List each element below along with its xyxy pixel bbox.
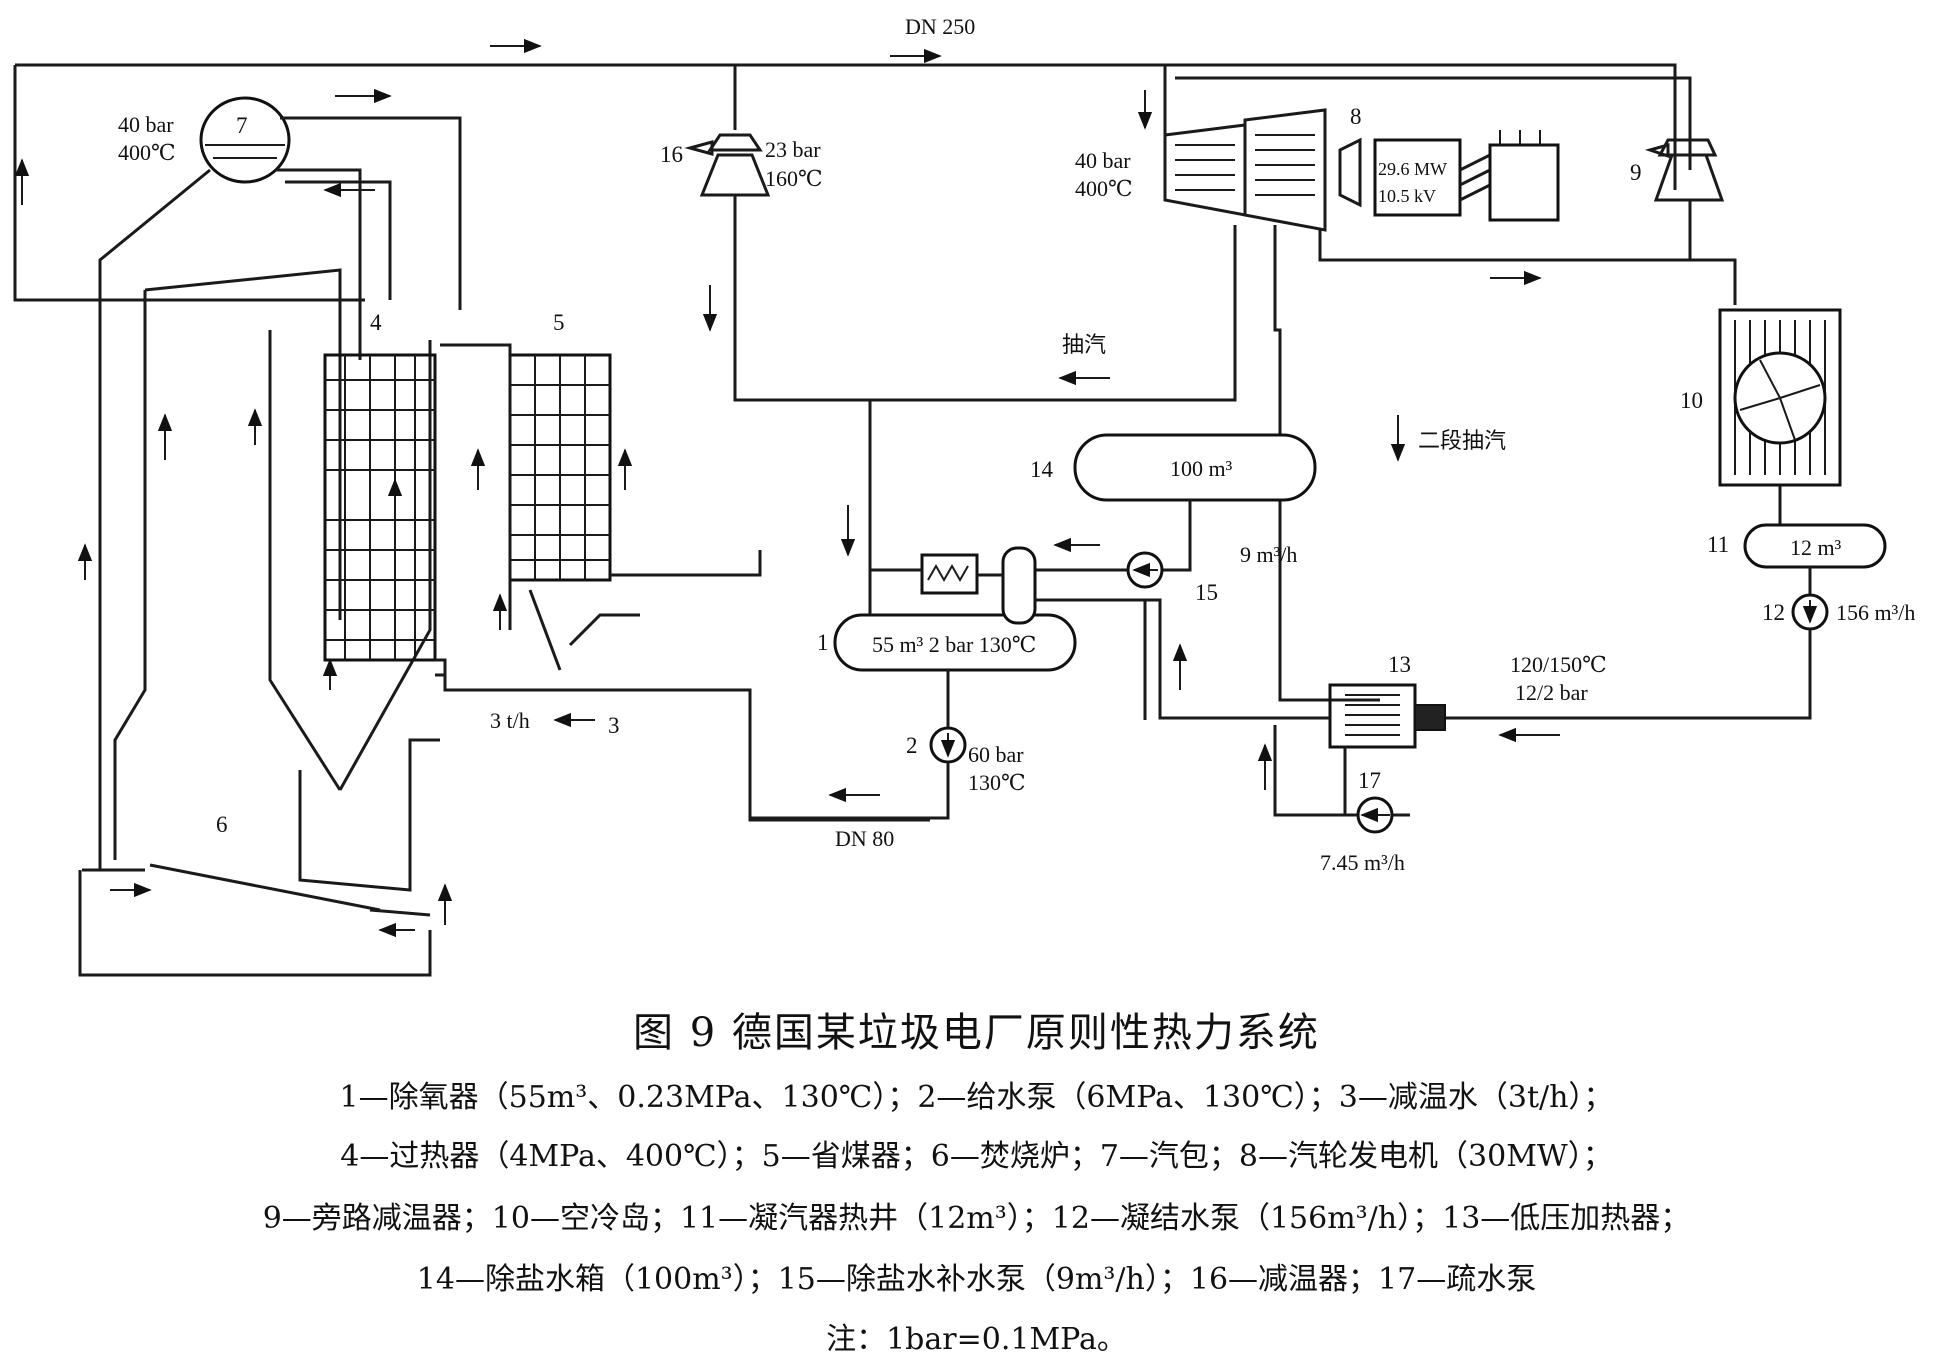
demineralized-water-tank: 14 100 m³ 15 9 m³/h	[1020, 433, 1317, 605]
spray-water: 3 t/h 3	[490, 708, 620, 738]
desuperheater: 16 23 bar 160℃ 抽汽	[660, 133, 1237, 402]
bypass-desuperheater: 9	[1630, 138, 1725, 260]
incinerator-boiler: 6	[77, 268, 453, 977]
lp-heater: 13 120/150℃ 12/2 bar 17 7.45 m³/h	[1045, 598, 1607, 875]
demin-tank-number: 14	[1030, 457, 1054, 482]
turbine-pressure: 40 bar	[1075, 148, 1131, 173]
feed-pump-number: 2	[906, 733, 918, 758]
hotwell-and-condensate-pump: 11 12 m³ 12 156 m³/h	[1445, 523, 1915, 743]
demin-tank-volume: 100 m³	[1170, 456, 1233, 481]
turbine-number: 8	[1350, 104, 1362, 129]
legend-line: 9—旁路减温器；10—空冷岛；11—凝汽器热井（12m³）；12—凝结水泵（15…	[262, 1201, 1691, 1236]
spray-water-number: 3	[608, 713, 620, 738]
feed-pump-pressure: 60 bar	[968, 742, 1024, 767]
generator-voltage: 10.5 kV	[1378, 186, 1436, 206]
turbine-temperature: 400℃	[1075, 176, 1133, 201]
generator-power: 29.6 MW	[1378, 159, 1447, 179]
lp-heater-number: 13	[1388, 652, 1411, 677]
bypass-number: 9	[1630, 160, 1642, 185]
figure-title: 图 9 德国某垃圾电厂原则性热力系统	[633, 1010, 1320, 1056]
drum-temperature: 400℃	[118, 140, 176, 165]
superheater: 4	[322, 310, 437, 690]
condensate-pump-flow: 156 m³/h	[1836, 600, 1915, 625]
desuperheater-pressure: 23 bar	[765, 137, 821, 162]
hotwell-volume: 12 m³	[1790, 535, 1842, 560]
deaerator: 1 55 m³ 2 bar 130℃ 2 60 bar 130℃ DN 80	[750, 400, 1147, 851]
condensate-pump-number: 12	[1762, 600, 1785, 625]
extraction-label: 抽汽	[1062, 332, 1106, 357]
main-pipe-label: DN 250	[905, 14, 975, 39]
feed-pump-temperature: 130℃	[968, 770, 1026, 795]
second-extraction-label: 二段抽汽	[1418, 428, 1506, 453]
turbine-generator: 8 40 bar 400℃ 29.6 MW 10.5 kV 二段抽汽	[1075, 104, 1737, 702]
thermal-system-diagram: DN 250 7 40 bar 400℃ 6	[13, 14, 1915, 977]
drain-pump-number: 17	[1358, 768, 1381, 793]
economizer: 5	[435, 310, 930, 822]
lp-heater-temperature: 120/150℃	[1510, 652, 1607, 677]
main-steam-header: DN 250	[13, 14, 1692, 302]
drum-number: 7	[236, 113, 248, 138]
legend-line: 1—除氧器（55m³、0.23MPa、130℃）；2—给水泵（6MPa、130℃…	[339, 1080, 1614, 1115]
legend-line: 14—除盐水箱（100m³）；15—除盐水补水泵（9m³/h）；16—减温器；1…	[416, 1262, 1537, 1297]
deaerator-number: 1	[817, 630, 829, 655]
superheater-number: 4	[370, 310, 382, 335]
hotwell-number: 11	[1707, 532, 1729, 557]
desuperheater-temperature: 160℃	[765, 166, 823, 191]
air-cooled-condenser: 10	[1680, 308, 1842, 525]
legend-note: 注：1bar=0.1MPa。	[826, 1322, 1127, 1357]
furnace-number: 6	[216, 812, 228, 837]
desuperheater-number: 16	[660, 142, 683, 167]
deaerator-spec: 55 m³ 2 bar 130℃	[872, 632, 1036, 657]
legend-line: 4—过热器（4MPa、400℃）；5—省煤器；6—焚烧炉；7—汽包；8—汽轮发电…	[340, 1139, 1613, 1174]
spray-water-flow: 3 t/h	[490, 708, 530, 733]
lp-heater-pressure: 12/2 bar	[1515, 680, 1588, 705]
drain-pump-flow: 7.45 m³/h	[1320, 850, 1405, 875]
makeup-pump-flow: 9 m³/h	[1240, 542, 1297, 567]
steam-drum: 7 40 bar 400℃	[98, 88, 462, 870]
aircooler-number: 10	[1680, 388, 1703, 413]
economizer-number: 5	[553, 310, 565, 335]
feed-pipe-label: DN 80	[835, 826, 894, 851]
makeup-pump-number: 15	[1195, 580, 1218, 605]
drum-pressure: 40 bar	[118, 112, 174, 137]
